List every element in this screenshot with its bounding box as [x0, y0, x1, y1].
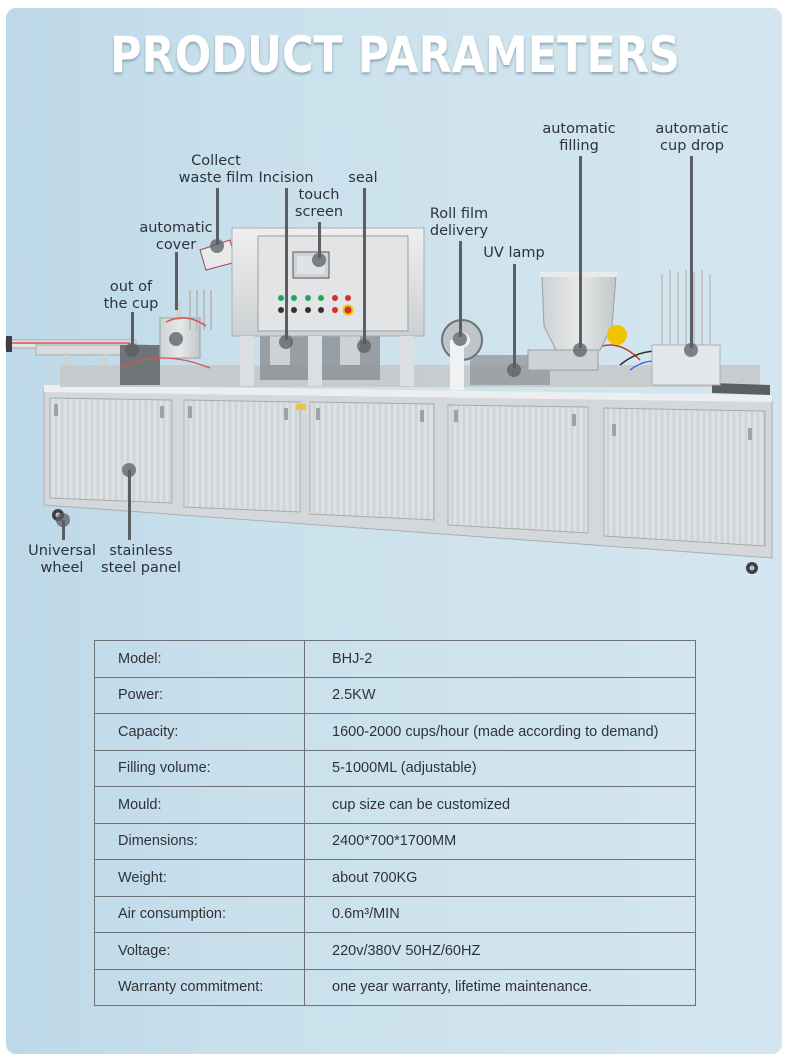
spec-value: 2400*700*1700MM	[304, 822, 696, 860]
control-box	[231, 227, 425, 386]
pointer-dot	[573, 343, 587, 357]
spec-value: cup size can be customized	[304, 786, 696, 824]
leader-line-incision	[285, 188, 288, 340]
pointer-dot	[56, 513, 70, 527]
table-row: Warranty commitment: one year warranty, …	[94, 968, 696, 1006]
pointer-dot	[125, 343, 139, 357]
callout-automatic-cup-drop: automatic cup drop	[655, 121, 729, 154]
spec-label: Power:	[94, 676, 305, 714]
leader-line-stainless-steel-panel	[128, 470, 131, 540]
spec-value: BHJ-2	[304, 640, 696, 678]
table-row: Dimensions: 2400*700*1700MM	[94, 822, 696, 860]
callout-incision: Incision	[258, 170, 314, 186]
table-row: Voltage: 220v/380V 50HZ/60HZ	[94, 932, 696, 970]
page-title: PRODUCT PARAMETERS	[110, 26, 680, 84]
cup-drop-unit	[651, 270, 721, 386]
pointer-dot	[684, 343, 698, 357]
spec-value: 0.6m³/MIN	[304, 895, 696, 933]
callout-touch-screen: touch screen	[294, 187, 344, 220]
callout-out-of-the-cup: out of the cup	[103, 279, 159, 312]
spec-value: 1600-2000 cups/hour (made according to d…	[304, 713, 696, 751]
table-row: Air consumption: 0.6m³/MIN	[94, 895, 696, 933]
leader-line-uv-lamp	[513, 264, 516, 368]
callout-automatic-filling: automatic filling	[542, 121, 616, 154]
callout-roll-film-delivery: Roll film delivery	[429, 206, 489, 239]
leader-line-out-of-the-cup	[131, 312, 134, 348]
table-row: Model: BHJ-2	[94, 640, 696, 678]
leader-line-touch-screen	[318, 222, 321, 258]
callout-seal: seal	[348, 170, 378, 186]
leader-line-collect-waste-film	[216, 188, 219, 244]
table-row: Mould: cup size can be customized	[94, 786, 696, 824]
callout-uv-lamp: UV lamp	[483, 245, 545, 261]
pointer-dot	[279, 335, 293, 349]
spec-label: Voltage:	[94, 932, 305, 970]
pointer-dot	[122, 463, 136, 477]
spec-value: about 700KG	[304, 859, 696, 897]
spec-label: Capacity:	[94, 713, 305, 751]
callout-automatic-cover: automatic cover	[139, 220, 213, 253]
spec-value: one year warranty, lifetime maintenance.	[304, 968, 696, 1006]
spec-label: Warranty commitment:	[94, 968, 305, 1006]
spec-label: Filling volume:	[94, 749, 305, 787]
pointer-dot	[169, 332, 183, 346]
pointer-dot	[507, 363, 521, 377]
spec-label: Weight:	[94, 859, 305, 897]
callout-stainless-steel-panel: stainless steel panel	[101, 543, 181, 576]
leader-line-automatic-cup-drop	[690, 156, 693, 348]
pointer-dot	[453, 332, 467, 346]
spec-label: Air consumption:	[94, 895, 305, 933]
machine-illustration	[5, 227, 773, 574]
leader-line-automatic-cover	[175, 252, 178, 310]
spec-label: Model:	[94, 640, 305, 678]
base-cabinet	[43, 385, 773, 559]
leader-line-seal	[363, 188, 366, 344]
callout-universal-wheel: Universal wheel	[28, 543, 96, 576]
spec-label: Mould:	[94, 786, 305, 824]
spec-label: Dimensions:	[94, 822, 305, 860]
table-row: Capacity: 1600-2000 cups/hour (made acco…	[94, 713, 696, 751]
table-row: Power: 2.5KW	[94, 676, 696, 714]
leader-line-roll-film-delivery	[459, 241, 462, 337]
spec-value: 220v/380V 50HZ/60HZ	[304, 932, 696, 970]
leader-line-universal-wheel	[62, 520, 65, 540]
spec-value: 5-1000ML (adjustable)	[304, 749, 696, 787]
table-row: Weight: about 700KG	[94, 859, 696, 897]
pointer-dot	[312, 253, 326, 267]
table-row: Filling volume: 5-1000ML (adjustable)	[94, 749, 696, 787]
pointer-dot	[357, 339, 371, 353]
callout-collect-waste-film: Collect waste film	[178, 153, 254, 186]
leader-line-automatic-filling	[579, 156, 582, 348]
spec-value: 2.5KW	[304, 676, 696, 714]
pointer-dot	[210, 239, 224, 253]
spec-table: Model: BHJ-2 Power: 2.5KW Capacity: 1600…	[94, 640, 696, 1006]
